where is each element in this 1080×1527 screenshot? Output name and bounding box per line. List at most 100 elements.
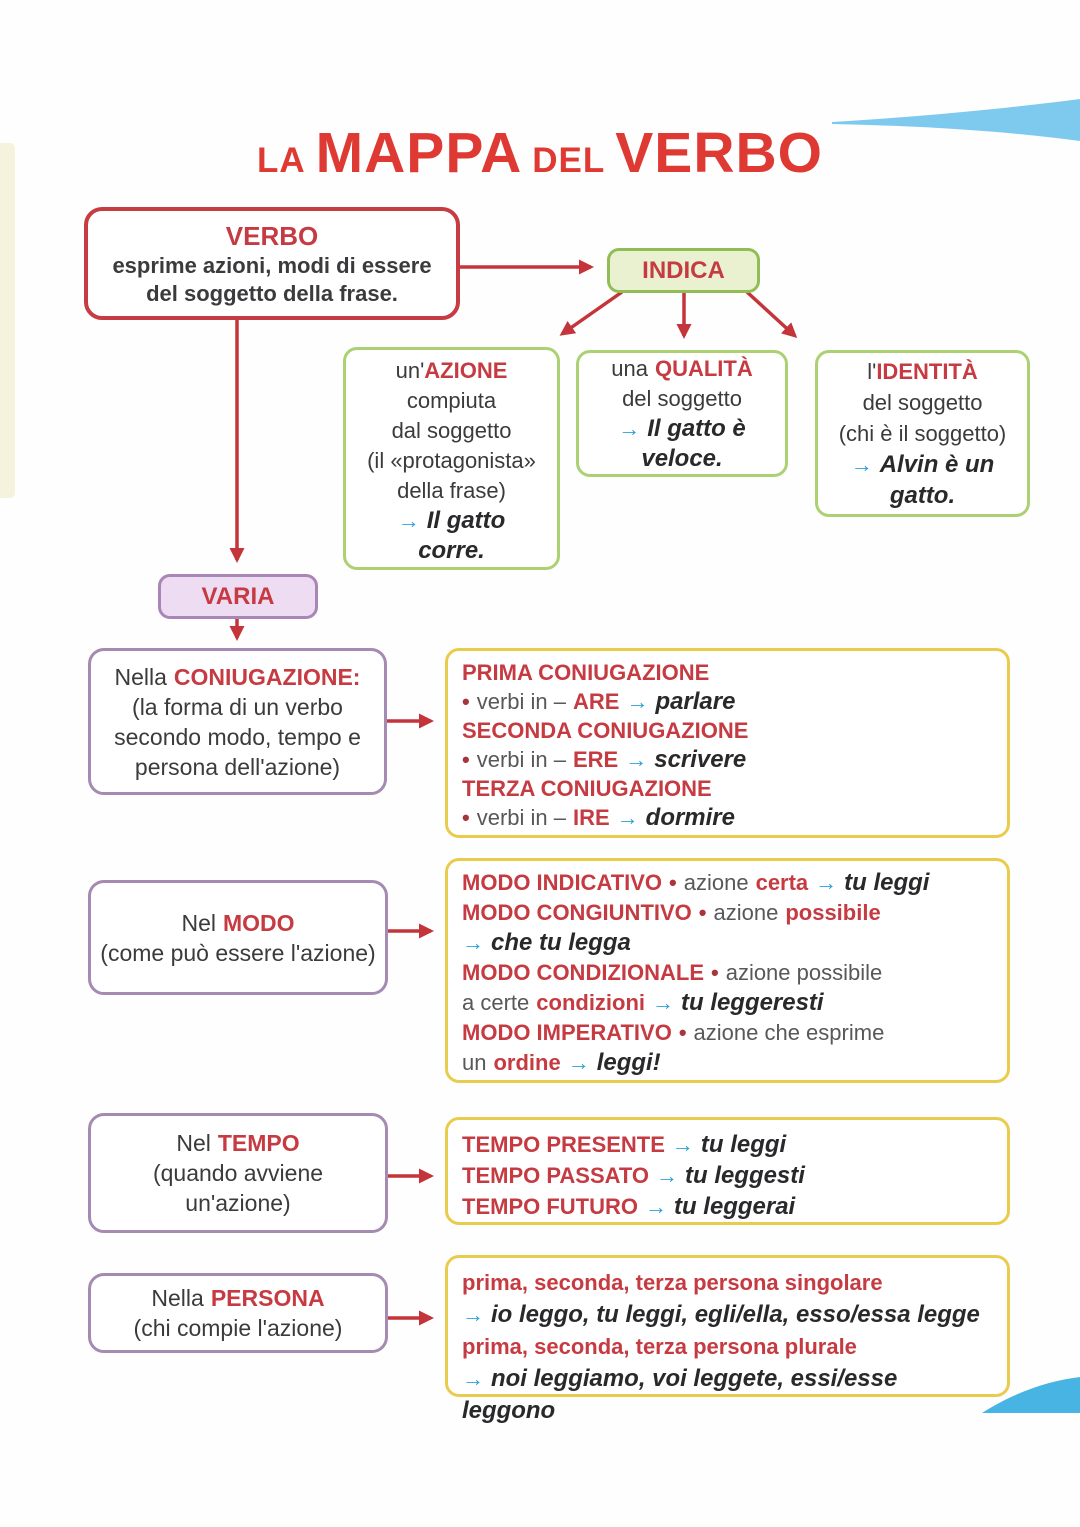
arrow-right-icon: → [645, 1194, 667, 1219]
azione-keyword: AZIONE [424, 357, 508, 383]
identita-example: →Alvin è un [818, 449, 1027, 480]
example-stem: parl [655, 688, 700, 715]
coniugazione-line: (la forma di un verbo [132, 693, 343, 720]
identita-example-text: gatto. [889, 482, 956, 509]
qualita-intro: una [611, 355, 648, 381]
coniugazione-row-heading: SECONDA CONIUGAZIONE [462, 716, 993, 745]
azione-intro: un' [395, 357, 425, 383]
bullet-icon: • [698, 900, 707, 925]
example-stem: scriv [654, 746, 711, 773]
bullet-icon: • [669, 870, 677, 895]
persona-plural-heading: prima, seconda, terza persona plurale [462, 1331, 993, 1363]
azione-line: (il «protagonista» [367, 447, 536, 473]
verbo-definition-line: del soggetto della frase. [146, 280, 398, 306]
panel-heading: TEMPO PRESENTE [462, 1132, 665, 1157]
title-word-mappa: MAPPA [315, 121, 523, 185]
arrow-right-icon: → [618, 415, 641, 441]
modo-congiuntivo-example: →che tu legga [462, 928, 993, 958]
example-text: tu leggerai [674, 1193, 796, 1220]
qualita-keyword: QUALITÀ [654, 355, 753, 381]
arrow-right-icon: → [815, 870, 838, 895]
varia-box: VARIA [158, 574, 318, 619]
qualita-line: del soggetto [622, 385, 742, 411]
modo-keyword: MODO [222, 909, 295, 936]
panel-heading: prima, seconda, terza persona plurale [462, 1334, 857, 1359]
coniugazione-panel: PRIMA CONIUGAZIONE •verbi in –ARE→parlar… [445, 648, 1010, 838]
identita-line: del soggetto [862, 390, 983, 415]
bullet-icon: • [462, 747, 470, 772]
example-ending: ire [705, 804, 735, 831]
panel-heading: PRIMA CONIUGAZIONE [462, 660, 710, 685]
verb-suffix: ARE [572, 689, 620, 714]
modo-intro: Nel [181, 909, 216, 936]
arrow-right-icon: → [626, 689, 649, 714]
keyword: condizioni [536, 990, 646, 1015]
example-text: tu leggi [700, 1131, 787, 1158]
coniugazione-row-detail: •verbi in –ARE→parlare [462, 687, 993, 716]
example-text: noi leggiamo, voi leggete, essi/esse leg… [462, 1365, 898, 1424]
azione-line: dal soggetto [391, 417, 512, 443]
verb-suffix: ERE [572, 747, 619, 772]
identita-line: (chi è il soggetto) [838, 421, 1007, 446]
panel-heading: MODO CONDIZIONALE [462, 960, 704, 985]
identita-example-text: Alvin è un [879, 451, 995, 478]
coniugazione-row-detail: •verbi in –ERE→scrivere [462, 745, 993, 774]
row-text: verbi in – [476, 689, 566, 714]
panel-heading: MODO INDICATIVO [462, 870, 663, 895]
tempo-line: un'azione) [185, 1190, 291, 1216]
tempo-panel: TEMPO PRESENTE→tu leggi TEMPO PASSATO→tu… [445, 1117, 1010, 1225]
persona-line: (chi compie l'azione) [133, 1315, 343, 1341]
coniugazione-row-heading: TERZA CONIUGAZIONE [462, 774, 993, 803]
indica-box: INDICA [607, 248, 760, 293]
verbo-box: VERBO esprime azioni, modi di essere del… [84, 207, 460, 320]
keyword: certa [755, 870, 809, 895]
row-text: azione possibile [725, 960, 883, 985]
keyword: possibile [785, 900, 881, 925]
tempo-row: TEMPO PRESENTE→tu leggi [462, 1129, 993, 1160]
identita-intro: l' [867, 359, 877, 384]
qualita-example: →Il gatto è [579, 414, 785, 444]
title-word-del: DEL [532, 141, 606, 180]
row-text: un [462, 1050, 487, 1075]
tempo-intro: Nel [176, 1130, 211, 1156]
tempo-keyword: TEMPO [217, 1130, 300, 1156]
arrow-right-icon: → [462, 930, 484, 955]
azione-line: compiuta [406, 387, 497, 413]
azione-line: della frase) [397, 477, 506, 503]
coniugazione-intro: Nella [114, 663, 167, 690]
arrow-right-icon: → [462, 1302, 484, 1327]
coniugazione-line: secondo modo, tempo e [114, 723, 361, 750]
verbo-definition-line: esprime azioni, modi di essere [112, 252, 432, 278]
row-text: azione che esprime [693, 1020, 885, 1045]
arrow-right-icon: → [625, 747, 648, 772]
row-text: azione [713, 900, 779, 925]
example-text: leggi! [596, 1049, 661, 1076]
persona-panel: prima, seconda, terza persona singolare … [445, 1255, 1010, 1424]
azione-example-text: corre. [418, 536, 485, 564]
arrow-right-icon: → [616, 805, 639, 830]
arrow-right-icon: → [462, 1366, 484, 1391]
panel-heading: TERZA CONIUGAZIONE [462, 776, 712, 801]
arrow-right-icon: → [652, 990, 675, 1015]
panel-heading: prima, seconda, terza persona singolare [462, 1270, 883, 1295]
connector-indica-azione [559, 290, 624, 336]
tempo-row: TEMPO FUTURO → tu leggerai [462, 1191, 993, 1222]
coniugazione-line: persona dell'azione) [134, 753, 341, 780]
panel-heading: SECONDA CONIUGAZIONE [462, 718, 749, 743]
panel-heading: TEMPO FUTURO [462, 1194, 638, 1219]
qualita-example-text: Il gatto è [647, 414, 746, 442]
example-stem: dorm [645, 804, 706, 831]
persona-singular-example: → io leggo, tu leggi, egli/ella, esso/ess… [462, 1299, 993, 1331]
example-text: io leggo, tu leggi, egli/ella, esso/essa… [491, 1301, 980, 1328]
